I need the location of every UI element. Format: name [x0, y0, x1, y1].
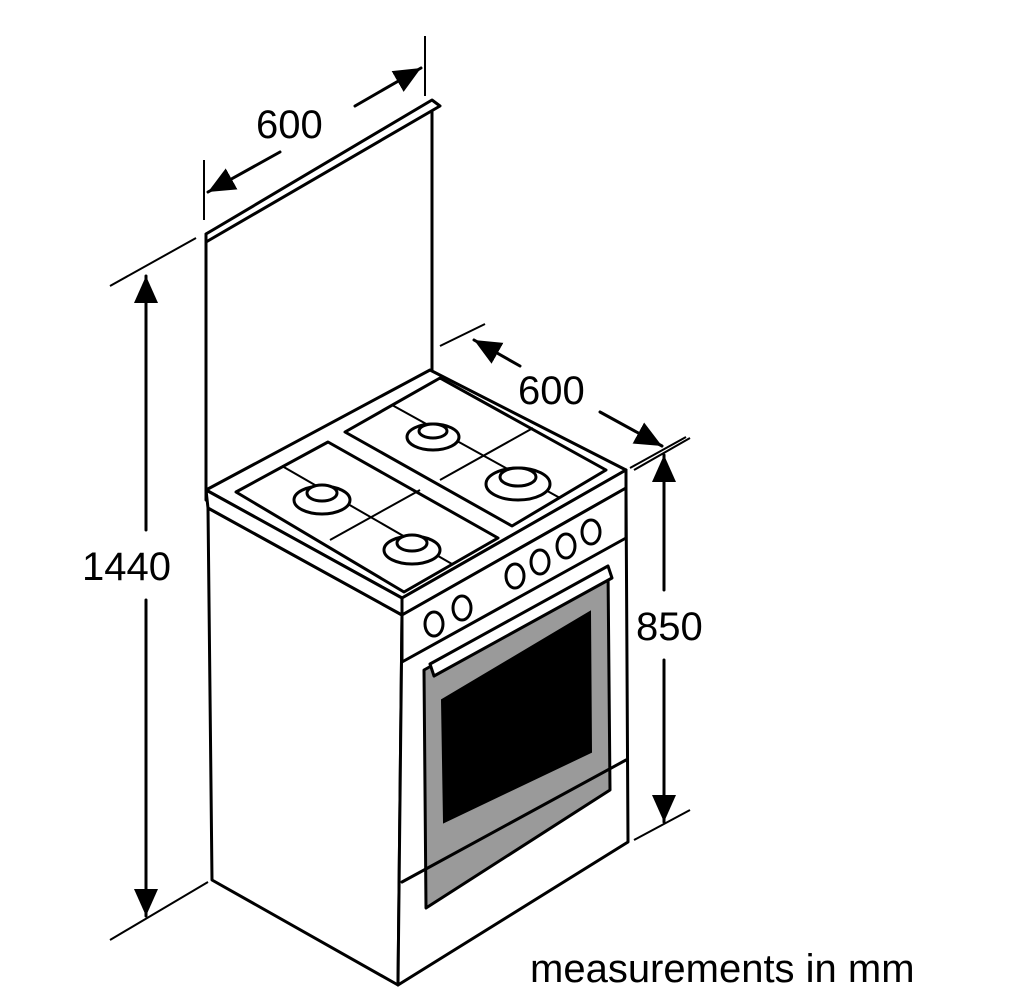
- knob-2: [451, 594, 473, 622]
- dimension-lines: [109, 36, 691, 941]
- control-knobs: [423, 518, 602, 638]
- top-width-label: 600: [256, 103, 323, 147]
- oven-door-handle: [428, 564, 614, 678]
- cooker-illustration: [204, 98, 630, 987]
- depth-label: 600: [518, 369, 585, 413]
- knob-5: [555, 532, 577, 560]
- oven-window: [440, 610, 593, 824]
- burner-front-right: [382, 533, 442, 566]
- knob-4: [529, 548, 551, 576]
- back-panel-top-edge: [204, 98, 442, 244]
- burner-back-left: [405, 422, 461, 452]
- knob-1: [423, 610, 445, 638]
- body-height-label: 850: [636, 605, 703, 649]
- total-height-label: 1440: [82, 545, 171, 589]
- knob-3: [504, 562, 526, 590]
- measurements-caption: measurements in mm: [530, 947, 915, 991]
- knob-6: [580, 518, 602, 546]
- burner-back-right: [484, 466, 552, 502]
- burner-front-left: [292, 483, 352, 516]
